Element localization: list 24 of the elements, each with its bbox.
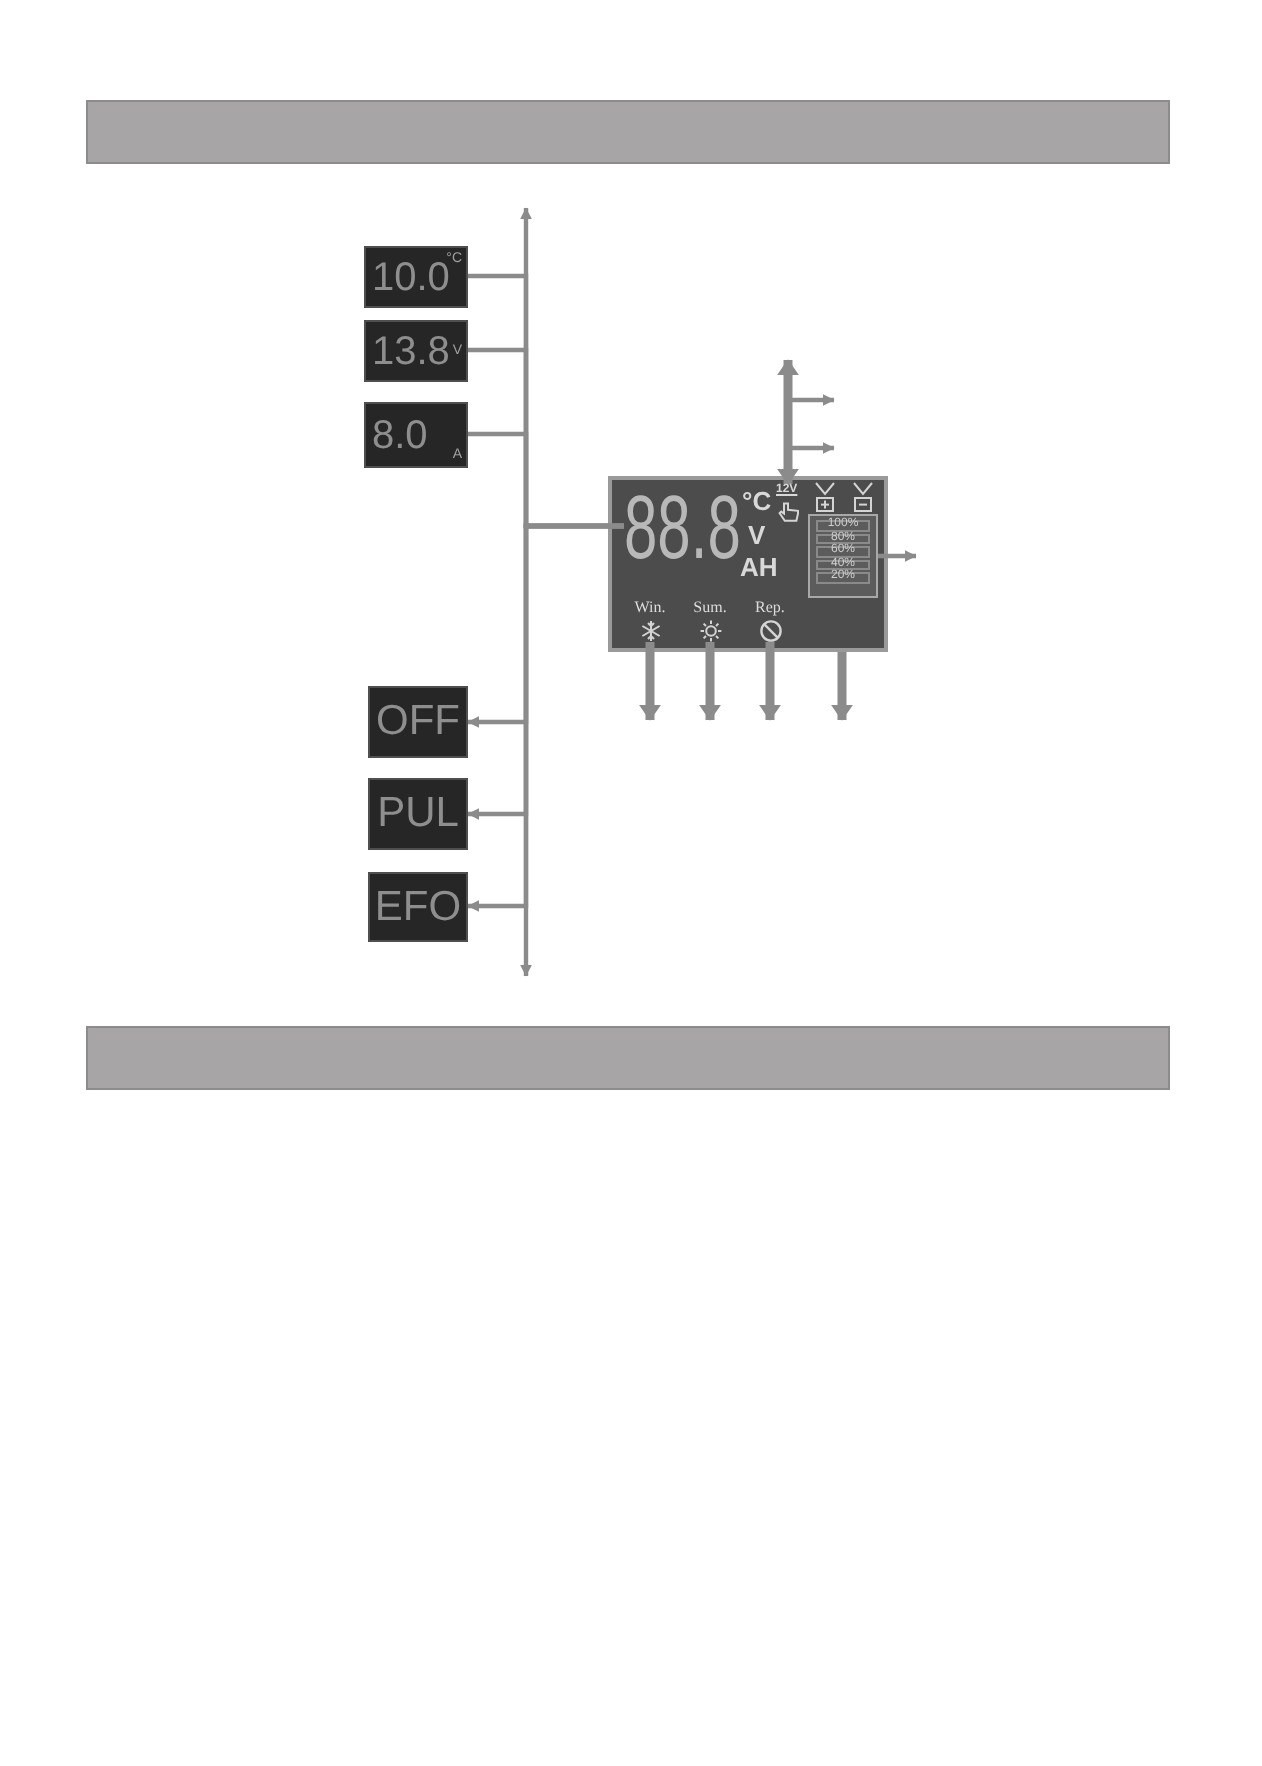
arrow [762,642,778,721]
display-panel [364,246,468,308]
display-reading: 10.0 [372,257,450,297]
display-panel [364,320,468,382]
arrow [642,642,658,721]
unit-label: V [748,522,766,548]
display-readout: PUL [368,778,468,850]
arrow [834,652,850,721]
mode-label: Rep. [753,600,787,616]
arrow [878,550,917,562]
mode-label: Win. [632,600,668,616]
lcd-screen [608,476,888,652]
mode-label: Sum. [691,600,729,616]
display-readout: EFO [368,872,468,942]
unit-label: °C [742,488,772,514]
display-readout: OFF [368,686,468,758]
arrow [702,642,718,721]
battery-level-bar [808,514,878,598]
display-reading: 13.8 [372,331,450,371]
unit-label: AH [740,554,778,580]
arrow [780,359,796,485]
display-panel [364,402,468,468]
digit-readout: 88.8 [624,486,741,576]
display-reading: 8.0 [372,415,428,455]
